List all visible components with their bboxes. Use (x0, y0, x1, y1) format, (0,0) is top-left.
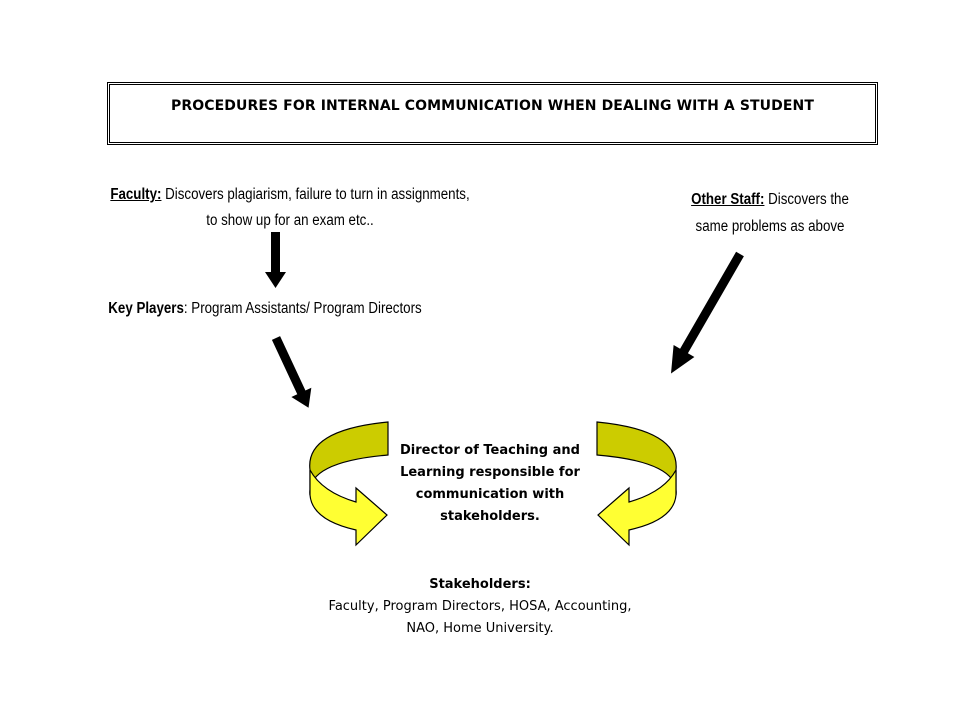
arrow-key-players-to-director (271, 336, 312, 408)
faculty-text-1: Discovers plagiarism, failure to turn in… (161, 186, 470, 203)
page-title: PROCEDURES FOR INTERNAL COMMUNICATION WH… (171, 98, 814, 114)
other-staff-label: Other Staff: (691, 191, 765, 208)
key-players-label: Key Players (108, 300, 184, 317)
arrow-other-staff-to-director (671, 251, 744, 374)
other-staff-line-1: Other Staff: Discovers the (658, 186, 882, 213)
other-staff-text-2: same problems as above (695, 218, 845, 235)
key-players-block: Key Players: Program Assistants/ Program… (30, 300, 500, 318)
faculty-text-2: to show up for an exam etc.. (206, 212, 374, 229)
arrow-faculty-to-key-players (265, 232, 286, 288)
faculty-line-1: Faculty: Discovers plagiarism, failure t… (75, 182, 505, 208)
other-staff-text-1: Discovers the (764, 191, 849, 208)
faculty-block: Faculty: Discovers plagiarism, failure t… (40, 182, 540, 234)
stakeholders-heading: Stakeholders: (429, 577, 531, 592)
curved-arrow-right (596, 421, 677, 547)
title-box: PROCEDURES FOR INTERNAL COMMUNICATION WH… (107, 82, 878, 145)
director-text: Director of Teaching and Learning respon… (400, 443, 580, 524)
key-players-text: : Program Assistants/ Program Directors (183, 300, 422, 317)
stakeholders-line-1: Faculty, Program Directors, HOSA, Accoun… (328, 599, 632, 614)
key-players-line: Key Players: Program Assistants/ Program… (63, 300, 467, 318)
stakeholders-list: Faculty, Program Directors, HOSA, Accoun… (280, 596, 680, 640)
faculty-label: Faculty: (110, 186, 162, 203)
other-staff-block: Other Staff: Discovers the same problems… (640, 186, 900, 240)
stakeholders-line-2: NAO, Home University. (406, 621, 554, 636)
curved-arrow-left (309, 421, 389, 547)
